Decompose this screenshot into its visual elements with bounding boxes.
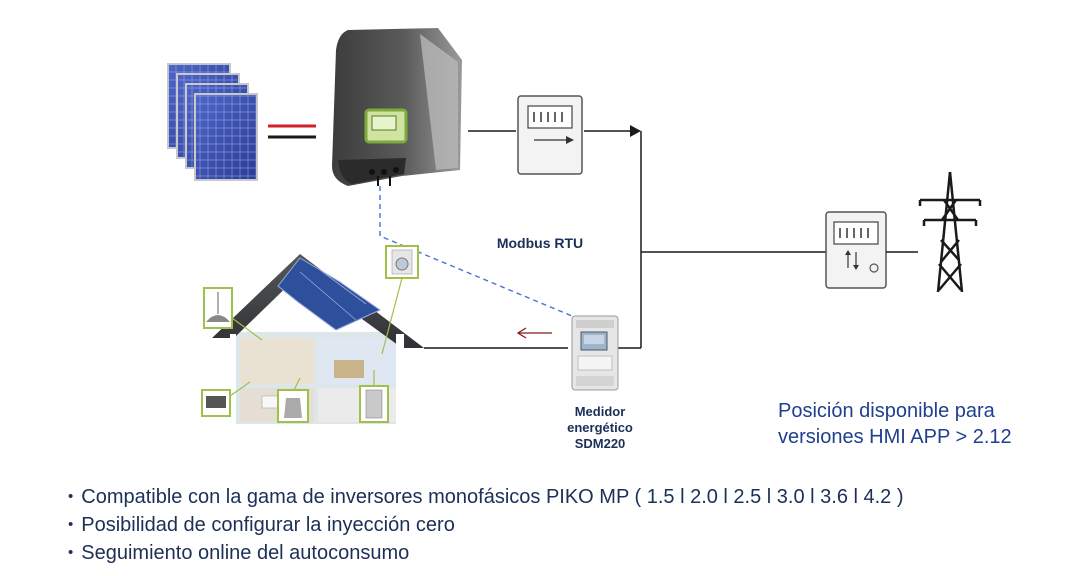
feature-item: Seguimiento online del autoconsumo xyxy=(68,540,904,568)
hmi-note-line-1: Posición disponible para xyxy=(778,400,995,422)
protocol-label: Modbus RTU xyxy=(496,235,584,251)
feature-item: Compatible con la gama de inversores mon… xyxy=(68,484,903,512)
feature-list: Compatible con la gama de inversores mon… xyxy=(68,484,904,568)
meter-label: Medidor energético SDM220 xyxy=(530,404,670,452)
feature-item: Posibilidad de configurar la inyección c… xyxy=(68,512,904,540)
bidirectional-meter-icon xyxy=(825,211,887,289)
solar-panels-icon xyxy=(167,63,258,181)
washing-machine-icon xyxy=(381,245,419,355)
kettle-icon xyxy=(277,377,309,423)
meter-label-line-2: energético xyxy=(567,420,633,435)
production-meter-icon xyxy=(517,95,583,175)
tv-icon xyxy=(201,381,251,417)
inverter-icon xyxy=(332,28,462,186)
fridge-icon xyxy=(359,370,389,423)
power-tower-icon xyxy=(918,171,982,293)
house-icon xyxy=(212,254,424,426)
sdm220-meter-icon xyxy=(571,315,619,391)
hmi-note: Posición disponible para versiones HMI A… xyxy=(778,398,1068,450)
appliance-icons xyxy=(201,245,419,423)
flow-arrow-icon xyxy=(630,125,641,137)
modbus-link-line xyxy=(379,186,573,317)
hmi-note-line-2: versiones HMI APP > 2.12 xyxy=(778,426,1012,448)
consumption-arrow-icon xyxy=(516,327,552,339)
ceiling-lamp-icon xyxy=(203,287,263,341)
meter-label-line-3: SDM220 xyxy=(574,436,626,451)
meter-label-line-1: Medidor xyxy=(574,404,626,419)
